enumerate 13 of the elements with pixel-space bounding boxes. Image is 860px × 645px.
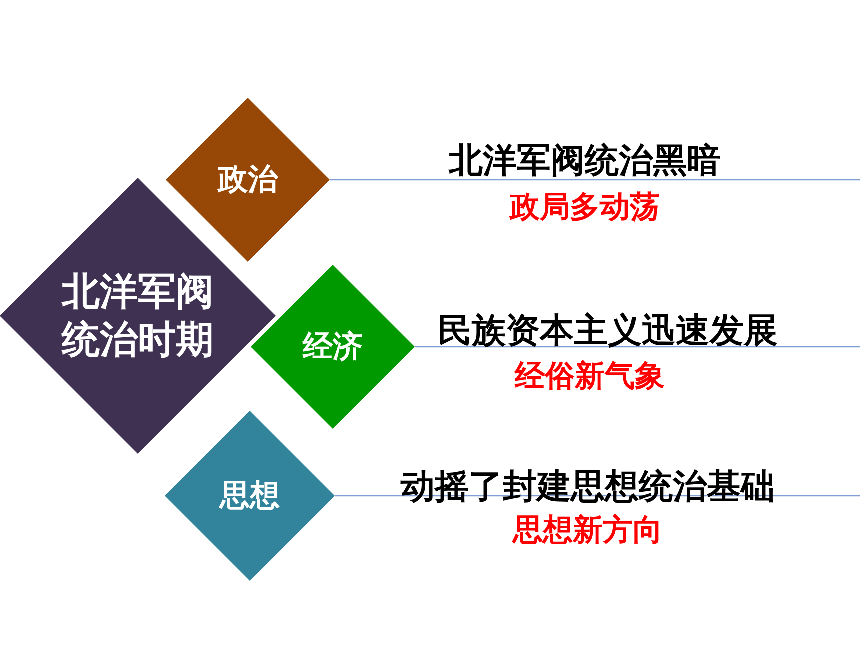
node-label: 经济 (303, 328, 363, 366)
highlight-text: 经俗新气象 (515, 358, 665, 396)
connector-line (415, 346, 860, 348)
highlight-text: 思想新方向 (513, 512, 663, 550)
connector-line (330, 179, 860, 181)
node-label: 思想 (220, 477, 280, 515)
summary-text: 北洋军阀统治黑暗 (449, 140, 721, 183)
connector-line (335, 495, 860, 497)
node-label: 政治 (218, 161, 278, 199)
node-label: 北洋军阀统治时期 (62, 268, 214, 363)
highlight-text: 政局多动荡 (510, 189, 660, 227)
summary-text: 动摇了封建思想统治基础 (401, 466, 775, 509)
summary-text: 民族资本主义迅速发展 (438, 310, 778, 353)
